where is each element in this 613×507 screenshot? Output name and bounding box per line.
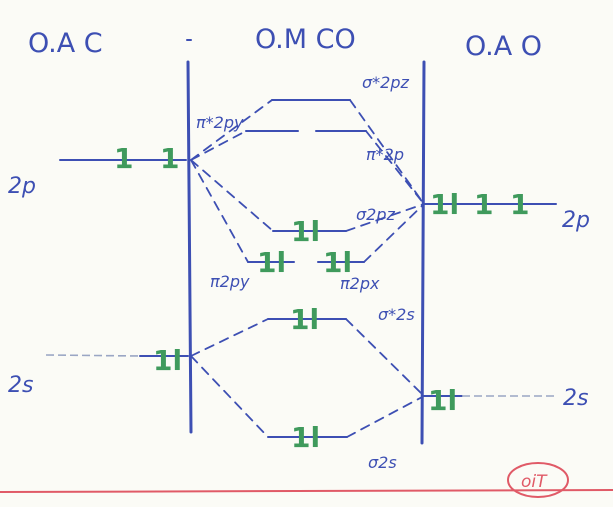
oxygen-2s-label: 2s bbox=[563, 386, 588, 411]
corr-c2p-sigma-star-2pz bbox=[190, 99, 273, 161]
corr-c2s-sigma-star-2s bbox=[190, 318, 269, 357]
corr-o2p-sigma-star-2pz bbox=[349, 99, 425, 205]
label-pi-star-2p: π*2p bbox=[366, 145, 404, 164]
oxygen-2p-electron-1: 1l bbox=[430, 188, 459, 221]
carbon-2p-electron-1: 1 bbox=[114, 142, 133, 175]
corr-c2p-pi-star bbox=[190, 130, 247, 161]
corr-c2p-sigma-2pz bbox=[190, 159, 274, 232]
oxygen-2s-electrons: 1l bbox=[428, 384, 457, 417]
carbon-2p-electron-2: 1 bbox=[160, 142, 179, 175]
label-sigma-2pz: σ2pz bbox=[356, 205, 395, 224]
carbon-2s-electrons: 1l bbox=[153, 344, 182, 377]
corr-o2p-pi-star bbox=[365, 130, 425, 205]
oxygen-2p-electron-3: 1 bbox=[510, 188, 529, 221]
carbon-2s-label: 2s bbox=[8, 373, 33, 398]
corr-o2p-sigma-2pz bbox=[345, 203, 425, 232]
corr-o2s-sigma-star-2s bbox=[345, 318, 425, 397]
mo-sigma-2s-electrons: 1l bbox=[291, 421, 320, 454]
carbon-2s-dashline bbox=[45, 354, 141, 357]
mo-pi-2px-electrons: 1l bbox=[323, 246, 352, 279]
header-carbon-ao: O.A C bbox=[28, 28, 103, 59]
left-divider bbox=[186, 60, 193, 434]
header-oxygen-ao: O.A O bbox=[465, 31, 542, 62]
corr-o2p-pi-2px bbox=[363, 203, 425, 263]
corr-o2s-sigma-2s bbox=[346, 395, 425, 438]
label-pi-2py: π2py bbox=[210, 272, 250, 291]
oxygen-2p-label: 2p bbox=[562, 208, 590, 233]
label-sigma-star-2s: σ*2s bbox=[378, 305, 415, 324]
mo-pi-2py-electrons: 1l bbox=[257, 246, 286, 279]
carbon-2p-label: 2p bbox=[8, 174, 36, 199]
oxygen-2p-electron-2: 1 bbox=[474, 188, 493, 221]
page-margin-line bbox=[0, 489, 613, 493]
label-sigma-star-2pz: σ*2pz bbox=[362, 73, 409, 92]
corr-c2s-sigma-2s bbox=[190, 355, 269, 438]
corr-c2p-pi-2py bbox=[190, 159, 249, 263]
mo-sigma-star-2s-electrons: 1l bbox=[290, 303, 319, 336]
stamp-text: oiT bbox=[521, 472, 548, 492]
label-pi-star-2py: π*2py bbox=[196, 113, 244, 132]
header-co-mo: O.M CO bbox=[255, 24, 356, 55]
mo-sigma-2pz-electrons: 1l bbox=[291, 215, 320, 248]
label-sigma-2s: σ2s bbox=[368, 453, 397, 472]
stamp-ellipse bbox=[507, 462, 569, 498]
right-divider bbox=[420, 60, 426, 445]
label-pi-2px: π2px bbox=[340, 274, 380, 293]
